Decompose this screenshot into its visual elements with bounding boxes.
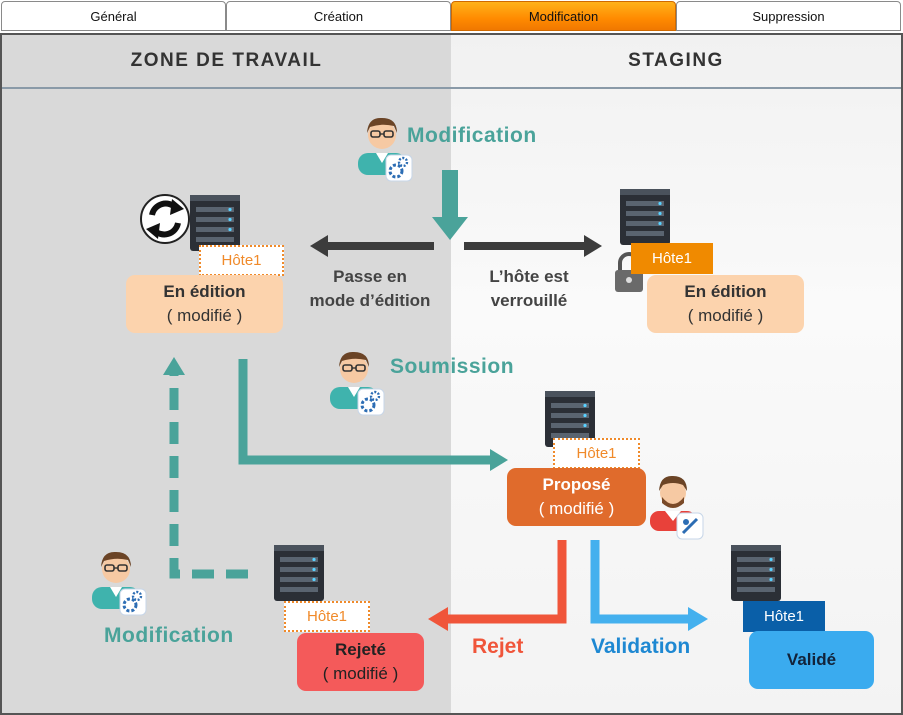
staging-zone-title: STAGING <box>451 35 901 89</box>
person-icon-top <box>356 116 414 183</box>
arrow-validate <box>590 540 692 624</box>
host-tag-work-edit: Hôte1 <box>199 245 284 276</box>
state-sub: ( modifié ) <box>538 499 615 518</box>
state-box-proposed: Proposé ( modifié ) <box>507 468 646 526</box>
work-zone <box>2 35 451 713</box>
server-icon-validated <box>731 545 781 601</box>
label-rejet: Rejet <box>472 635 524 658</box>
state-label: Validé <box>786 650 837 669</box>
label-hote-verrouille: L’hôte est verrouillé <box>464 265 594 313</box>
tab-suppression[interactable]: Suppression <box>676 1 901 31</box>
arrow-modification-stem <box>442 170 458 220</box>
arrow-submission-head <box>490 449 508 471</box>
state-box-work-edit: En édition ( modifié ) <box>126 275 283 333</box>
host-tag-rejected: Hôte1 <box>284 601 370 632</box>
label-validation: Validation <box>591 635 691 658</box>
arrow-to-edit-stem <box>324 242 434 250</box>
staging-zone <box>451 35 901 713</box>
arrow-reject <box>444 540 567 624</box>
state-label: Rejeté <box>334 640 387 659</box>
label-passe-en: Passe en mode d’édition <box>295 265 445 313</box>
arrow-to-lock-head <box>584 235 602 257</box>
arrow-validate-head <box>688 607 708 631</box>
state-sub: ( modifié ) <box>166 306 243 325</box>
label-passe-en-line1: Passe en <box>333 267 407 286</box>
label-modification-bottom: Modification <box>104 624 234 647</box>
person-icon-submission <box>328 350 386 417</box>
server-icon-rejected <box>274 545 324 601</box>
arrow-back-head <box>163 357 185 375</box>
diagram-frame: ZONE DE TRAVAIL STAGING <box>0 33 903 715</box>
tab-bar: Général Création Modification Suppressio… <box>0 0 903 33</box>
label-hote-line2: verrouillé <box>490 291 568 310</box>
label-hote-line1: L’hôte est <box>489 267 569 286</box>
person-icon-bottom <box>90 550 148 617</box>
refresh-icon <box>140 194 190 244</box>
arrow-reject-head <box>428 607 448 631</box>
arrow-modification-head <box>432 217 468 240</box>
state-box-staging-edit: En édition ( modifié ) <box>647 275 804 333</box>
reviewer-icon <box>650 475 704 540</box>
state-box-validated: Validé <box>749 631 874 689</box>
host-tag-validated: Hôte1 <box>743 601 825 632</box>
arrow-back-to-edit <box>169 373 248 579</box>
state-label: En édition <box>684 282 767 301</box>
flow-arrows <box>90 116 781 631</box>
host-tag-staging-edit: Hôte1 <box>631 243 713 274</box>
label-soumission: Soumission <box>390 355 515 378</box>
state-label: Proposé <box>542 475 611 494</box>
state-sub: ( modifié ) <box>687 306 764 325</box>
server-icon-staging-edit <box>620 189 670 245</box>
label-passe-en-line2: mode d’édition <box>309 291 431 310</box>
state-label: En édition <box>163 282 246 301</box>
state-box-rejected: Rejeté ( modifié ) <box>297 633 424 691</box>
tab-general[interactable]: Général <box>1 1 226 31</box>
tab-creation[interactable]: Création <box>226 1 451 31</box>
label-modification-top: Modification <box>407 124 537 147</box>
arrow-submission <box>238 359 494 465</box>
server-icon-work-edit <box>190 195 240 251</box>
work-zone-title: ZONE DE TRAVAIL <box>2 35 451 89</box>
arrow-to-lock-stem <box>464 242 588 250</box>
tab-modification[interactable]: Modification <box>451 1 676 31</box>
arrow-to-edit-head <box>310 235 328 257</box>
state-sub: ( modifié ) <box>322 664 399 683</box>
host-tag-proposed: Hôte1 <box>553 438 640 469</box>
